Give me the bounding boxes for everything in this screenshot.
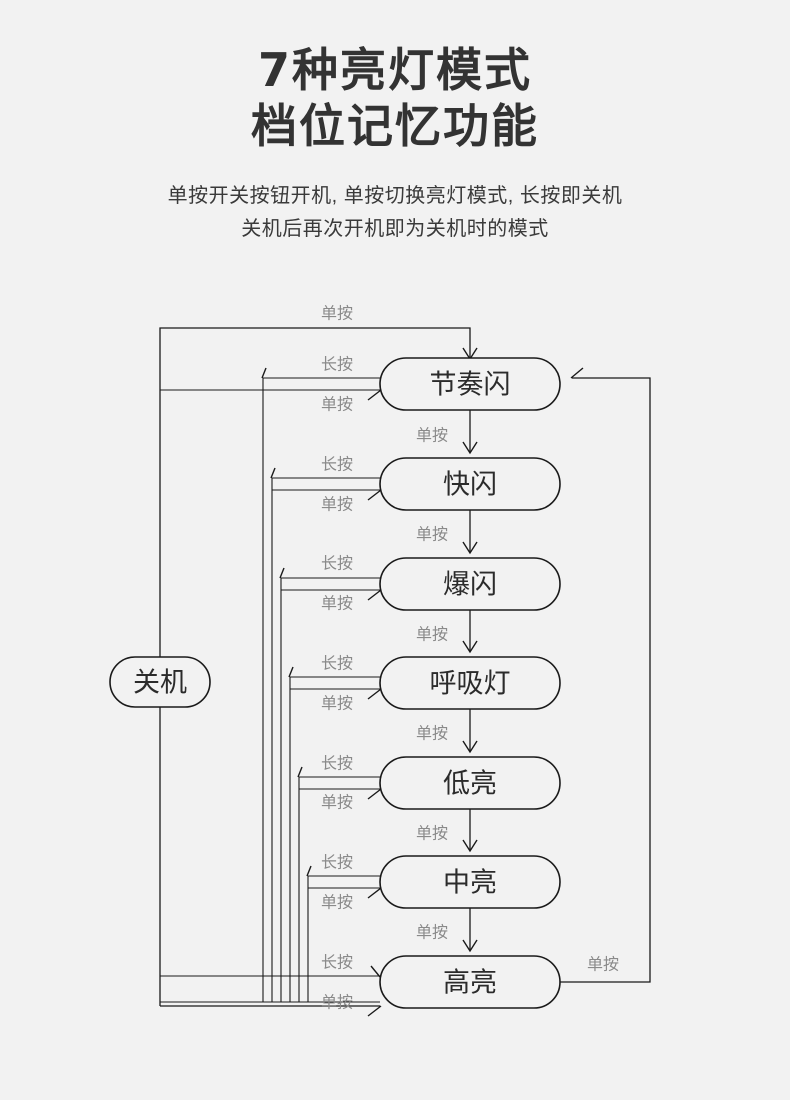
edge-label-0: 单按: [321, 304, 353, 323]
edge-label-17: 单按: [321, 893, 353, 912]
edge-label-13: 长按: [321, 754, 353, 773]
header-title-block: 7种亮灯模式 档位记忆功能: [0, 0, 790, 154]
edge-label-16: 长按: [321, 853, 353, 872]
node-mode-1-label: 节奏闪: [430, 370, 511, 401]
edge-label-11: 单按: [321, 694, 353, 713]
arrowhead-next-m2-m3: [462, 541, 478, 555]
edge-long-press-m3: [280, 577, 380, 1002]
node-layer: 关机 节奏闪 快闪 爆闪 呼吸灯: [109, 357, 561, 1009]
node-mode-5-label: 低亮: [443, 769, 497, 800]
edge-label-15: 单按: [416, 824, 448, 843]
arrowhead-long-press-m1: [261, 367, 267, 379]
edge-label-18: 单按: [416, 923, 448, 942]
edge-long-press-m1: [262, 377, 380, 1002]
node-mode-7[interactable]: 高亮: [379, 955, 561, 1009]
header-subtitle-block: 单按开关按钮开机, 单按切换亮灯模式, 长按即关机 关机后再次开机即为关机时的模…: [0, 180, 790, 246]
node-mode-6[interactable]: 中亮: [379, 855, 561, 909]
arrowhead-long-press-m6: [306, 865, 312, 877]
node-mode-6-shape[interactable]: [379, 855, 561, 909]
node-mode-3[interactable]: 爆闪: [379, 557, 561, 611]
node-mode-1-shape[interactable]: [379, 357, 561, 411]
edge-label-3: 单按: [416, 426, 448, 445]
arrowhead-next-m3-m4: [462, 640, 478, 654]
edge-power-on-top: [159, 327, 471, 682]
edge-long-press-m6: [307, 875, 380, 1002]
edge-label-1: 长按: [321, 355, 353, 374]
node-mode-6-label: 中亮: [443, 868, 497, 899]
edge-label-6: 单按: [416, 525, 448, 544]
edge-label-10: 长按: [321, 654, 353, 673]
page-subtitle-line-1: 单按开关按钮开机, 单按切换亮灯模式, 长按即关机: [167, 185, 623, 208]
arrowhead-next-m4-m5: [462, 740, 478, 754]
page-title-line-1: 7种亮灯模式: [257, 43, 532, 97]
edge-label-2: 单按: [321, 395, 353, 414]
edge-label-14: 单按: [321, 793, 353, 812]
edge-label-5: 单按: [321, 495, 353, 514]
arrowhead-long-press-m4: [288, 666, 294, 678]
arrowhead-wrap-right: [570, 367, 584, 379]
arrowhead-memory-return-m7: [367, 1005, 382, 1017]
arrowhead-next-m6-m7: [462, 939, 478, 953]
node-mode-2[interactable]: 快闪: [379, 457, 561, 511]
edge-label-20: 单按: [321, 993, 353, 1012]
edge-label-12: 单按: [416, 724, 448, 743]
arrowhead-short-press-in-m2: [367, 489, 382, 501]
edge-long-press-m2: [271, 477, 380, 1002]
node-mode-7-label: 高亮: [443, 968, 497, 999]
arrowhead-long-press-m5: [297, 766, 303, 778]
edge-label-9: 单按: [416, 625, 448, 644]
edge-wrap-right-m7-m1: [560, 377, 651, 983]
edge-label-4: 长按: [321, 455, 353, 474]
edge-label-7: 长按: [321, 554, 353, 573]
edge-long-press-m4: [289, 676, 380, 1002]
node-mode-5[interactable]: 低亮: [379, 756, 561, 810]
node-mode-4[interactable]: 呼吸灯: [379, 656, 561, 710]
node-mode-5-shape[interactable]: [379, 756, 561, 810]
arrowhead-short-press-in-m3: [367, 589, 382, 601]
node-mode-7-shape[interactable]: [379, 955, 561, 1009]
edge-label-layer: 单按 长按 单按 单按 长按 单按 单按 长按 单按 单按 长按 单按 单按 长…: [321, 304, 619, 1012]
node-mode-2-label: 快闪: [443, 470, 497, 501]
node-mode-4-label: 呼吸灯: [430, 669, 511, 700]
node-mode-1[interactable]: 节奏闪: [379, 357, 561, 411]
arrowhead-next-m1-m2: [462, 441, 478, 455]
node-off-label: 关机: [133, 668, 187, 699]
arrowhead-short-press-in-m4: [367, 688, 382, 700]
arrowhead-short-press-in-m5: [367, 788, 382, 800]
node-off[interactable]: 关机: [109, 656, 211, 708]
node-mode-4-shape[interactable]: [379, 656, 561, 710]
page-subtitle-line-2: 关机后再次开机即为关机时的模式: [241, 218, 549, 241]
mode-flow-diagram: 关机 节奏闪 快闪 爆闪 呼吸灯: [0, 280, 790, 1070]
edge-label-21: 单按: [587, 955, 619, 974]
edge-label-19: 长按: [321, 953, 353, 972]
page-title-line-2: 档位记忆功能: [251, 99, 539, 154]
arrowhead-next-m5-m6: [462, 839, 478, 853]
arrowhead-short-press-in-m6: [367, 887, 382, 899]
node-off-shape[interactable]: [109, 656, 211, 708]
arrowhead-short-press-in-m1: [367, 389, 382, 401]
edge-layer: [159, 327, 651, 1017]
edge-long-press-m5: [298, 776, 380, 1002]
edge-label-8: 单按: [321, 594, 353, 613]
diagram-svg: 关机 节奏闪 快闪 爆闪 呼吸灯: [109, 304, 651, 1017]
node-mode-3-shape[interactable]: [379, 557, 561, 611]
node-mode-2-shape[interactable]: [379, 457, 561, 511]
node-mode-3-label: 爆闪: [443, 570, 497, 601]
arrowhead-long-press-m7: [370, 965, 381, 978]
arrowhead-long-press-m2: [270, 467, 276, 479]
arrowhead-long-press-m3: [279, 567, 285, 579]
